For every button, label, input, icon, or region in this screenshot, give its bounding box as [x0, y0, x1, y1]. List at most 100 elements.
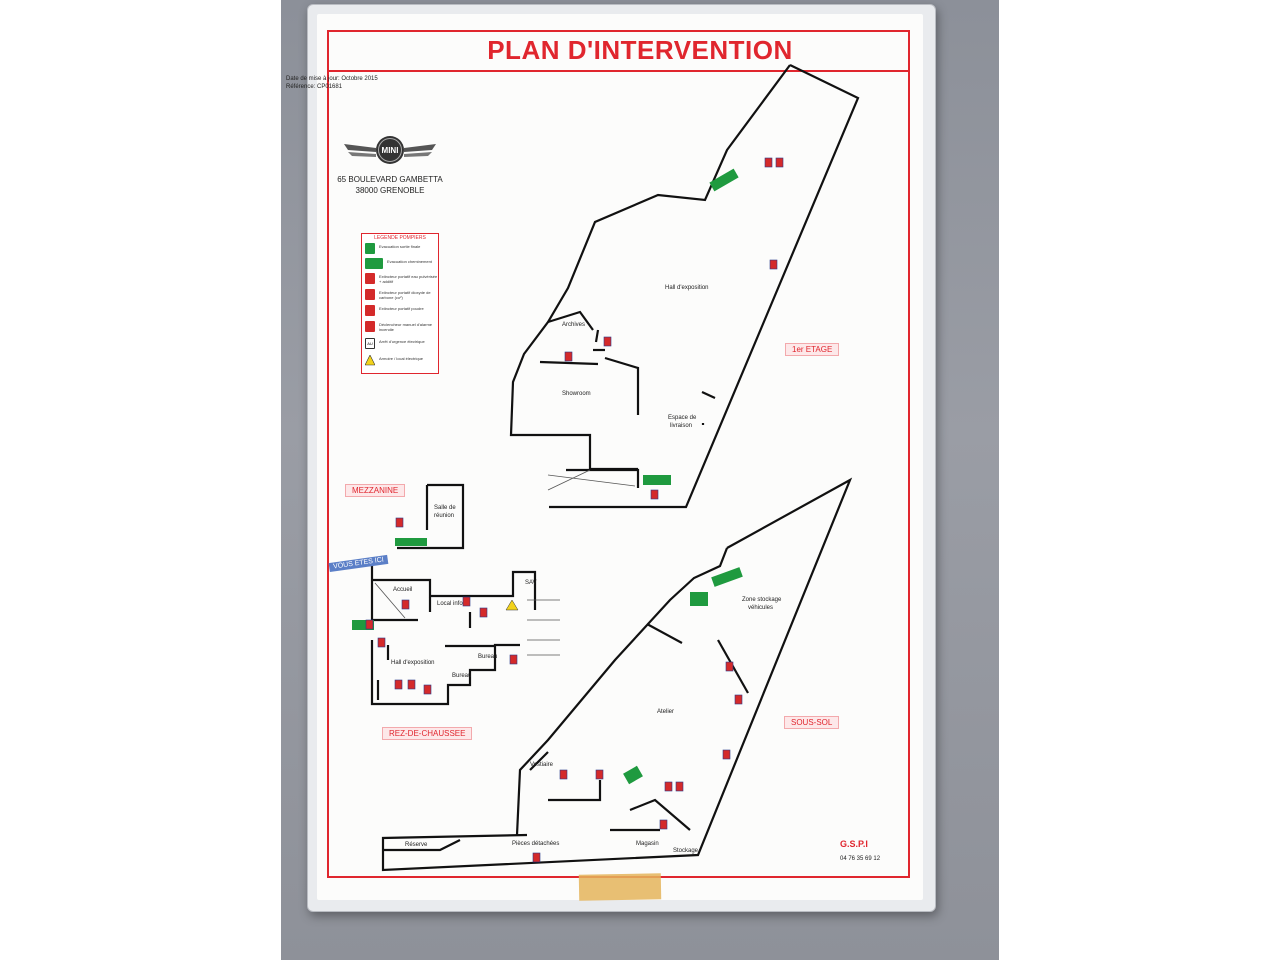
extinguisher-icon	[769, 259, 778, 270]
extinguisher-icon	[401, 599, 410, 610]
legend-label: Evacuation sortie finale	[379, 244, 421, 249]
extinguisher-icon	[564, 351, 573, 362]
room-label: Showroom	[562, 391, 591, 397]
extinguisher-icon	[764, 157, 773, 168]
legend-label: Extincteur portatif dioxyde de carbone (…	[379, 290, 431, 300]
room-label: Espace de	[668, 415, 697, 421]
extinguisher-icon	[423, 684, 432, 695]
legend-label: Extincteur portatif poudre	[379, 306, 424, 311]
room-label: Atelier	[657, 709, 675, 715]
legend-item: Evacuation cheminement	[365, 258, 438, 272]
extinguisher-icon	[559, 769, 568, 780]
room-label: Local info	[437, 601, 463, 607]
extinguisher-icon	[603, 336, 612, 347]
room-label: véhicules	[748, 605, 774, 611]
extinguisher-icon	[664, 781, 673, 792]
basement-outline	[381, 477, 853, 872]
extinguisher-icon	[675, 781, 684, 792]
room-label: Stockage	[673, 848, 699, 854]
room-label: Archives	[562, 322, 586, 328]
exit-icon	[365, 243, 375, 254]
level-basement: SOUS-SOL	[784, 716, 840, 729]
warning-icon	[365, 355, 375, 366]
extinguisher-icon	[722, 749, 731, 760]
legend-box: LEGENDE POMPIERS Evacuation sortie final…	[361, 233, 439, 374]
legend-item: Extincteur portatif dioxyde de carbone (…	[365, 289, 438, 303]
sign-title: PLAN D'INTERVENTION	[487, 35, 793, 65]
level-mezzanine: MEZZANINE	[345, 484, 406, 497]
extinguisher-icon	[659, 819, 668, 830]
legend-label: Extincteur portatif eau pulvérisée + add…	[379, 274, 438, 284]
extinguisher-icon	[595, 769, 604, 780]
extinguisher-icon	[479, 607, 488, 618]
room-label: Hall d'exposition	[665, 285, 709, 291]
sign-board	[317, 14, 923, 900]
extinguisher-icon	[365, 305, 375, 316]
room-label: SAV	[525, 580, 537, 586]
tape-strip	[578, 873, 662, 901]
legend-item: AU Arrêt d'urgence électrique	[365, 338, 438, 352]
extinguisher-icon	[365, 619, 374, 630]
room-label: réunion	[434, 513, 455, 519]
exit-icon	[709, 168, 739, 192]
title-divider	[327, 70, 910, 72]
exit-icon	[352, 620, 374, 630]
warning-icon	[505, 599, 519, 611]
address-city: 38000 GRENOBLE	[355, 186, 425, 195]
level-ground-floor: REZ-DE-CHAUSSEE	[382, 727, 473, 740]
legend-item: Extincteur portatif poudre	[365, 305, 438, 319]
company-name: G.S.P.I	[840, 839, 868, 849]
first-floor-outline	[549, 64, 860, 509]
legend-item: Extincteur portatif eau pulvérisée + add…	[365, 273, 438, 287]
legend-item: Armoire / local électrique	[365, 355, 438, 369]
extinguisher-icon	[395, 517, 404, 528]
address-street: 65 BOULEVARD GAMBETTA	[337, 175, 443, 184]
room-label: Hall d'exposition	[391, 660, 435, 666]
legend-label: Déclencheur manuel d'alarme incendie	[379, 322, 433, 332]
update-date: Date de mise à jour: Octobre 2015	[286, 76, 378, 82]
legend-title: LEGENDE POMPIERS	[374, 235, 426, 241]
extinguisher-icon	[394, 679, 403, 690]
room-label: Vestiaire	[530, 762, 554, 768]
room-label: Magasin	[636, 841, 659, 847]
extinguisher-icon	[725, 661, 734, 672]
exit-icon	[623, 765, 643, 785]
extinguisher-icon	[509, 654, 518, 665]
room-label: Réserve	[405, 842, 428, 848]
arrow-right-icon	[365, 258, 383, 269]
room-label: Zone stockage	[742, 597, 782, 603]
legend-item: Evacuation sortie finale	[365, 243, 438, 257]
mini-logo: MINI	[344, 136, 436, 164]
room-label: Bureau	[478, 654, 498, 660]
extinguisher-icon	[650, 489, 659, 500]
extinguisher-icon	[407, 679, 416, 690]
exit-icon	[643, 475, 671, 485]
company-block: G.S.P.I 04 76 35 69 12	[840, 840, 900, 864]
exit-icon	[711, 567, 743, 587]
room-label: livraison	[670, 423, 693, 429]
exit-icon	[395, 538, 427, 546]
company-phone: 04 76 35 69 12	[840, 856, 881, 862]
exit-icon	[690, 592, 708, 606]
extinguisher-icon	[775, 157, 784, 168]
extinguisher-icon	[377, 637, 386, 648]
extinguisher-icon	[365, 289, 375, 300]
legend-item: Déclencheur manuel d'alarme incendie	[365, 321, 438, 335]
room-label: Salle de	[434, 505, 456, 511]
legend-label: Arrêt d'urgence électrique	[379, 339, 425, 344]
mini-logo-text: MINI	[382, 146, 399, 155]
room-label: Bureau	[452, 673, 472, 679]
legend-label: Evacuation cheminement	[387, 259, 432, 264]
mezzanine-outline	[397, 483, 465, 550]
extinguisher-icon	[532, 852, 541, 863]
extinguisher-icon	[734, 694, 743, 705]
room-label: Pièces détachées	[512, 841, 560, 847]
legend-label: Armoire / local électrique	[379, 356, 424, 361]
reference-number: Référence: CP01681	[286, 84, 343, 90]
au-icon: AU	[365, 338, 375, 349]
level-first-floor: 1er ETAGE	[785, 343, 840, 356]
alarm-icon	[365, 321, 375, 332]
address-block: 65 BOULEVARD GAMBETTA 38000 GRENOBLE	[335, 174, 445, 196]
extinguisher-icon	[462, 596, 471, 607]
